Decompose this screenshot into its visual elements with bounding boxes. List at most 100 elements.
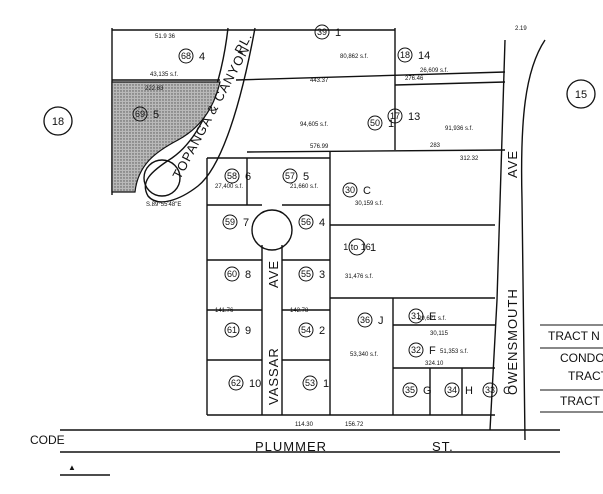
owensmouth-west-edge (489, 39, 506, 431)
parcel-circle (367, 115, 383, 131)
measurement-text: 27,400 s.f. (215, 184, 243, 190)
parcel-number: 31 (411, 311, 421, 321)
measurement-text: 91,936 s.f. (445, 126, 473, 132)
measurement-text: 222.83 (145, 86, 164, 92)
lot-label: 8 (245, 269, 251, 281)
lot-marker: 35 G (402, 382, 432, 398)
parcel-number: 57 (285, 171, 295, 181)
street-plummer-suffix: ST. (432, 439, 454, 454)
lot-label: 6 (245, 171, 251, 183)
parcel-circle (342, 182, 358, 198)
parcel-circle (482, 382, 498, 398)
north-arrow-icon: ▲ (68, 463, 76, 472)
parcel-circle (298, 322, 314, 338)
map-page-left: 18 (43, 106, 73, 136)
lot-label: 1 (323, 378, 329, 390)
legend-tract: TRACT (568, 369, 603, 383)
measurement-text: 142.78 (290, 308, 309, 314)
parcel-number: 30 (345, 185, 355, 195)
street-owensmouth-suffix: AVE (505, 150, 520, 178)
measurement-text: 29,621 s.f. (418, 316, 446, 322)
measurement-text: 51,353 s.f. (440, 349, 468, 355)
parcel-number: 55 (301, 269, 311, 279)
parcel-circle (222, 214, 238, 230)
lot-marker: 57 5 (282, 168, 309, 184)
lot14-south-line (394, 81, 506, 86)
parcel-number: 53 (305, 378, 315, 388)
parcel-number: 17 (390, 111, 400, 121)
parcel-circle (314, 24, 330, 40)
parcel-number: 56 (301, 217, 311, 227)
cul-de-sac (143, 159, 181, 197)
line-443 (235, 71, 506, 81)
lot-label: 9 (245, 325, 251, 337)
measurement-text: 43,135 s.f. (150, 72, 178, 78)
parcel-circle (132, 106, 148, 122)
parcel-number: 69 (135, 109, 145, 119)
measurement-text: 30,115 (430, 331, 449, 337)
lot-label: 2 (319, 325, 325, 337)
map-page-left-label: 18 (52, 116, 64, 128)
parcel-circle (348, 238, 366, 256)
parcel-number: 32 (411, 345, 421, 355)
lot-label: 3 (319, 269, 325, 281)
lot-label: 4 (319, 217, 325, 229)
parcel-circle (298, 266, 314, 282)
lot-marker: 53 1 (302, 375, 329, 391)
lot-label: J (378, 315, 384, 327)
parcel-circle (224, 266, 240, 282)
legend-tract-2: TRACT (560, 394, 601, 408)
measurement-text: 30,159 s.f. (355, 201, 383, 207)
lot-label: 10 (249, 378, 261, 390)
measurement-text: 21,660 s.f. (290, 184, 318, 190)
parcel-number: 34 (447, 385, 457, 395)
parcel-circle (402, 382, 418, 398)
parcel-number: 59 (225, 217, 235, 227)
lot-label: H (465, 385, 473, 397)
parcel-circle (224, 322, 240, 338)
lot-marker: 31 E (408, 308, 436, 324)
measurement-text: 26,609 s.f. (420, 68, 448, 74)
measurement-text: 53,340 s.f. (350, 352, 378, 358)
parcel-circle (357, 312, 373, 328)
measurement-text: 283 (430, 143, 441, 149)
owensmouth-east-edge (520, 39, 546, 441)
legend-tract-n: TRACT N (548, 329, 600, 343)
vassar-cul-de-sac (251, 209, 293, 251)
measurement-text: 51.9 36 (155, 34, 176, 40)
map-page-right-label: 15 (575, 89, 587, 101)
lot-marker: 54 2 (298, 322, 325, 338)
parcel-circle (224, 168, 240, 184)
parcel-number: 33 (485, 385, 495, 395)
parcel-number: 36 (360, 315, 370, 325)
street-plummer: PLUMMER (255, 439, 327, 454)
parcel-number: 35 (405, 385, 415, 395)
lot-label: G (423, 385, 432, 397)
parcel-number: 68 (181, 51, 191, 61)
map-page-right: 15 (566, 79, 596, 109)
measurement-text: 276.46 (405, 76, 424, 82)
lot-label: E (429, 311, 436, 323)
measurement-text: 324.10 (425, 361, 444, 367)
parcel-number: 50 (370, 118, 380, 128)
parcel-circle (387, 108, 403, 124)
lot-label: 5 (303, 171, 309, 183)
parcel-number: 54 (301, 325, 311, 335)
lot-label: 1 (335, 27, 341, 39)
parcel-circle (178, 48, 194, 64)
measurement-text: 114.30 (295, 422, 314, 428)
measurements: 51.9 36 43,135 s.f. 222.83 80,862 s.f. 4… (145, 26, 527, 428)
parcel-circle (397, 47, 413, 63)
lot-label: 1 (370, 242, 376, 254)
parcel-circle (228, 375, 244, 391)
